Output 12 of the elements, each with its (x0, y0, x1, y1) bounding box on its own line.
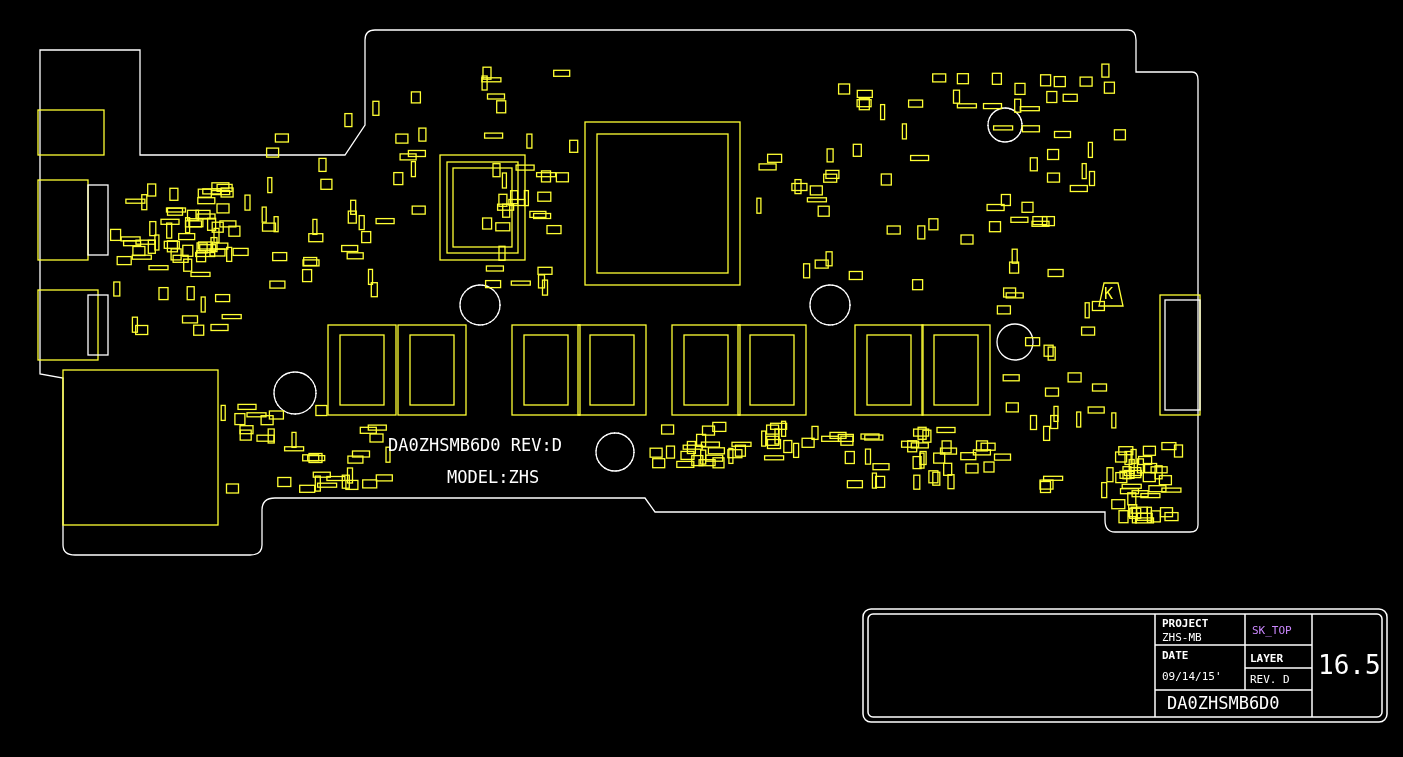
date-value: 09/14/15' (1162, 671, 1222, 682)
model-label: MODEL:ZHS (447, 469, 540, 486)
field-heading: PROJECT (1162, 618, 1209, 629)
field-heading: LAYER (1250, 653, 1284, 664)
revision-label: REV. D (1250, 674, 1290, 685)
board-part-number: DA0ZHSMB6D0 REV:D (388, 437, 562, 454)
scale-value: 16.5 (1318, 652, 1381, 678)
board-part-number: DA0ZHSMB6D0 (1167, 695, 1280, 712)
silkscreen-mark: K (1104, 287, 1114, 302)
project-name: ZHS-MB (1162, 632, 1202, 643)
layer-name: SK_TOP (1252, 625, 1292, 636)
field-heading: DATE (1162, 650, 1189, 661)
